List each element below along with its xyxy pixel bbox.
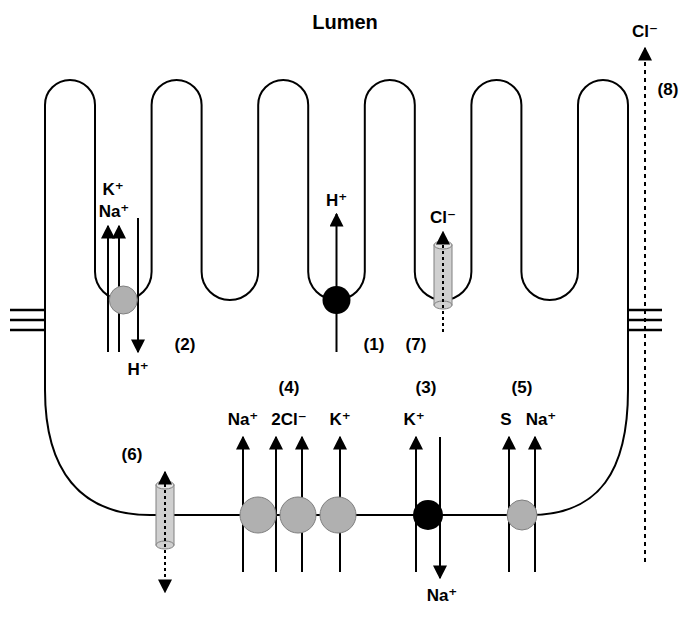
ion-label: K⁺ — [329, 411, 350, 430]
callout-number: (6) — [122, 446, 143, 465]
callout-number: (7) — [406, 336, 427, 355]
callout-number: (5) — [512, 379, 533, 398]
exchanger-2 — [108, 218, 138, 352]
ion-label: H⁺ — [127, 361, 148, 380]
paracellular-arrow — [644, 48, 646, 562]
region-label: Lumen — [312, 11, 378, 33]
ion-label: K⁺ — [102, 181, 123, 200]
callout-number: (1) — [364, 336, 385, 355]
callout-number: (2) — [175, 336, 196, 355]
ion-label: Na⁺ — [427, 587, 458, 606]
ion-label: Na⁺ — [99, 203, 130, 222]
callout-number: (3) — [416, 379, 437, 398]
channel-6 — [156, 472, 174, 592]
pump-3 — [413, 437, 443, 578]
proton-pump-1 — [323, 214, 351, 352]
callout-number: (8) — [658, 81, 679, 100]
callout-number: (4) — [279, 379, 300, 398]
chloride-channel-7 — [434, 232, 452, 332]
ion-label: Na⁺ — [228, 411, 259, 430]
ion-label: 2Cl⁻ — [271, 411, 306, 430]
cotransporter-4 — [240, 437, 356, 572]
solute-label: S — [500, 411, 511, 430]
cell-membrane — [45, 80, 628, 515]
ion-label: Na⁺ — [526, 411, 557, 430]
ion-label: Cl⁻ — [430, 209, 456, 228]
ion-label: K⁺ — [403, 411, 424, 430]
ion-label: H⁺ — [326, 192, 347, 211]
cotransporter-5 — [507, 437, 537, 572]
ion-label: Cl⁻ — [632, 23, 658, 42]
